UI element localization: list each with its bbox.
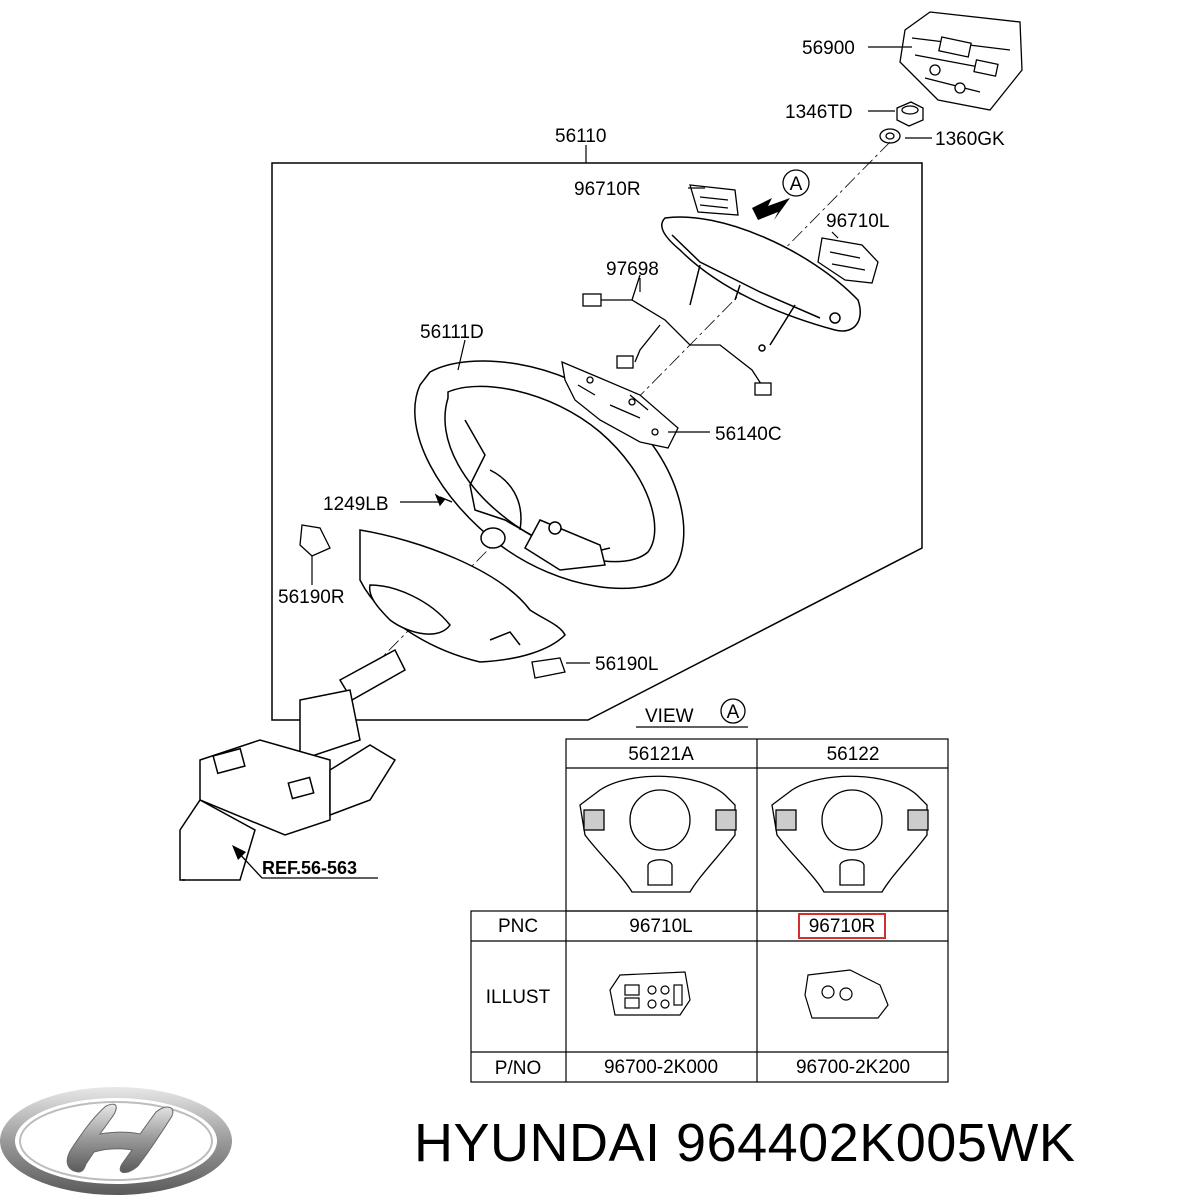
callout-ref: REF.56-563 — [262, 858, 357, 878]
pnc-value-2: 96710R — [809, 916, 876, 937]
nut-part — [896, 101, 924, 127]
callout-56190L: 56190L — [595, 654, 658, 675]
lower-cover-part — [359, 529, 566, 663]
leader-lines — [311, 46, 932, 664]
callout-56140C: 56140C — [715, 424, 782, 445]
view-marker: A — [727, 702, 740, 723]
switch-right-part — [689, 184, 739, 216]
highlight-box — [798, 913, 886, 939]
callout-56190R: 56190R — [278, 587, 345, 608]
arrow-marker-label: A — [790, 174, 803, 195]
view-arrow-icon — [752, 169, 810, 220]
col-header-2: 56122 — [827, 744, 880, 765]
pnc-value-1: 96710L — [629, 916, 692, 937]
brand-name: HYUNDAI — [414, 1113, 661, 1173]
view-label: VIEW — [645, 706, 694, 727]
hyundai-logo-icon — [0, 1087, 232, 1195]
row-label-pno: P/NO — [495, 1058, 541, 1079]
callout-1360GK: 1360GK — [935, 129, 1005, 150]
callout-1249LB: 1249LB — [323, 494, 389, 515]
callout-56110: 56110 — [555, 126, 606, 147]
callout-56900: 56900 — [802, 38, 855, 59]
parts-table — [470, 738, 949, 1083]
callout-1346TD: 1346TD — [785, 102, 853, 123]
row-label-illust: ILLUST — [486, 987, 551, 1008]
brand-part-number: 964402K005WK — [676, 1113, 1076, 1173]
steering-wheel-part — [414, 360, 685, 590]
steering-column-part — [179, 648, 406, 881]
assembly-frame — [271, 162, 923, 721]
bracket-part — [561, 360, 679, 449]
view-marker-icon — [720, 698, 746, 724]
wheel-illustration-2 — [771, 775, 929, 893]
pno-value-1: 96700-2K000 — [604, 1057, 718, 1078]
side-cover-right-part — [299, 524, 331, 557]
washer-part — [879, 128, 901, 144]
pno-value-2: 96700-2K200 — [796, 1057, 910, 1078]
col-header-1: 56121A — [628, 744, 694, 765]
wiring-harness-part — [582, 274, 772, 396]
screw-part — [434, 493, 453, 507]
airbag-cover-part — [661, 216, 861, 352]
row-label-pnc: PNC — [498, 916, 538, 937]
switch-illustration-2 — [804, 969, 889, 1019]
brand-title: HYUNDAI 964402K005WK — [414, 1108, 1194, 1178]
switch-left-part — [817, 237, 879, 284]
wheel-illustration-1 — [579, 775, 737, 893]
callout-96710L: 96710L — [826, 211, 889, 232]
side-cover-left-part — [531, 657, 566, 679]
switch-illustration-1 — [609, 971, 691, 1016]
callout-97698: 97698 — [606, 259, 659, 280]
airbag-module-part — [899, 11, 1023, 111]
callout-56111D: 56111D — [420, 322, 484, 343]
callout-96710R: 96710R — [574, 179, 641, 200]
